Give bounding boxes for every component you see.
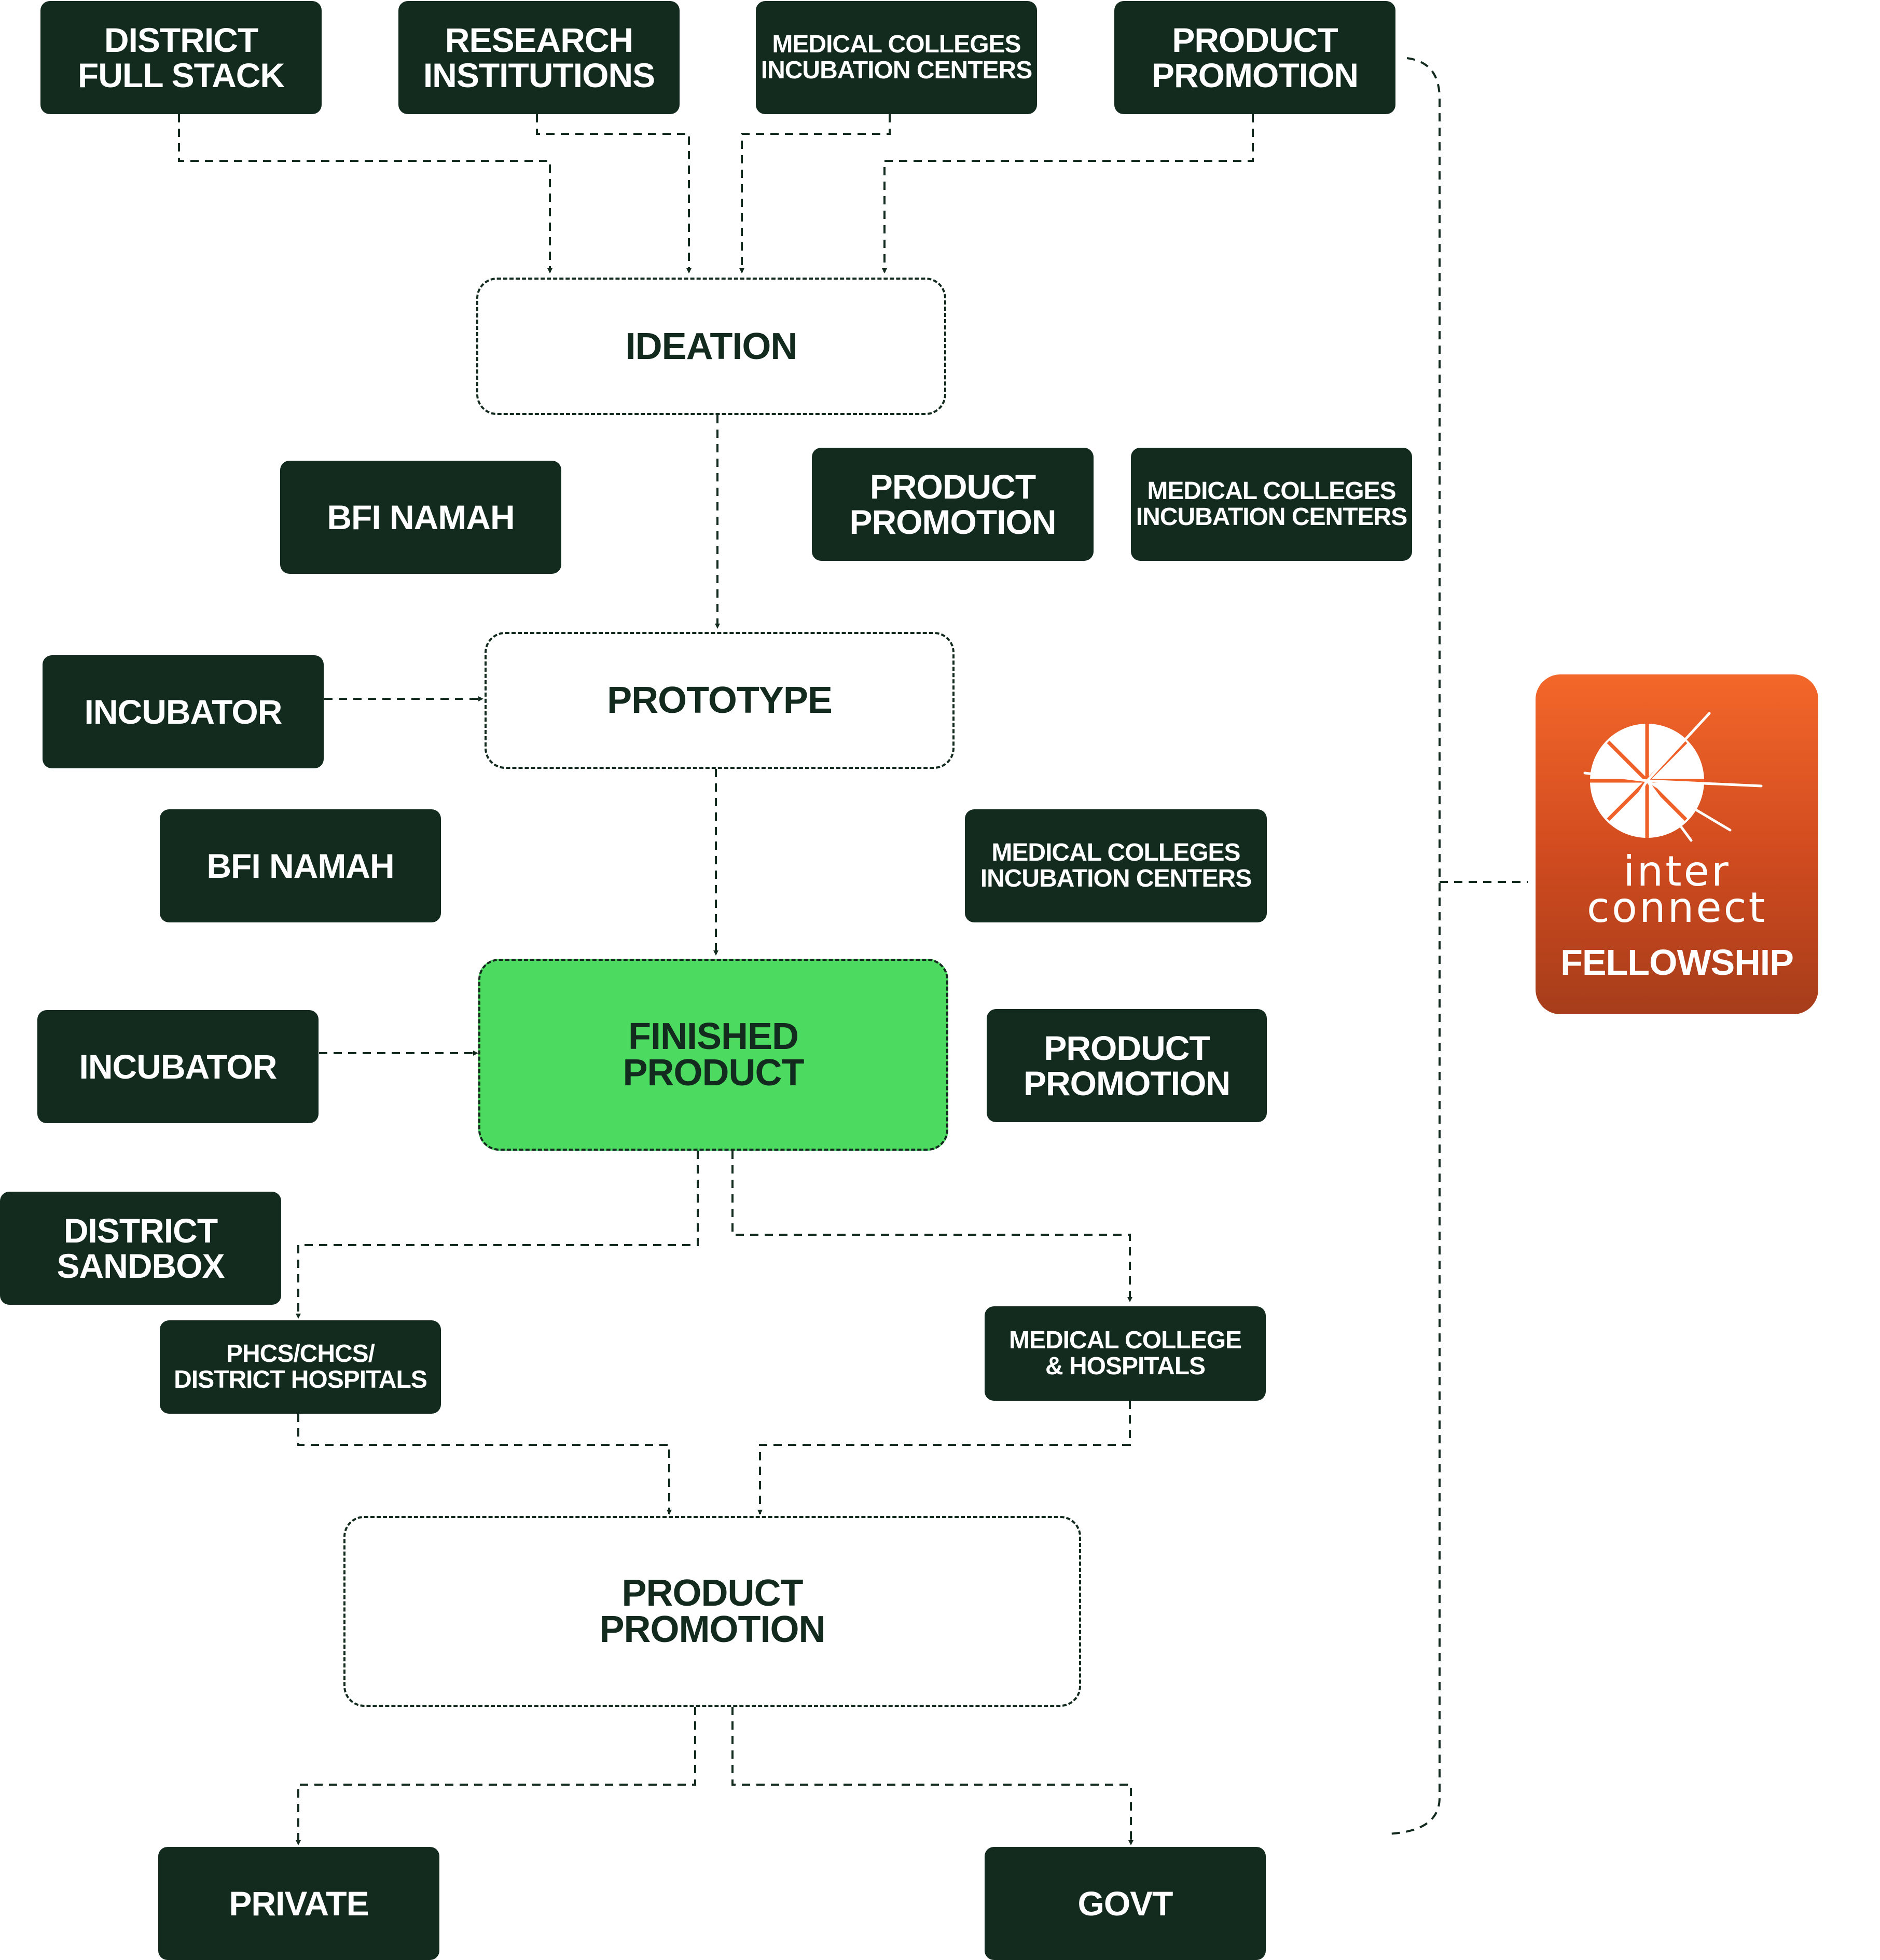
support-medical-colleges-3: MEDICAL COLLEGES INCUBATION CENTERS xyxy=(965,809,1267,922)
support-medical-college-hospitals: MEDICAL COLLEGE & HOSPITALS xyxy=(985,1306,1266,1401)
interconnect-wordmark: inter connect xyxy=(1587,847,1767,932)
stage-product-promotion: PRODUCT PROMOTION xyxy=(343,1516,1081,1707)
support-district-sandbox: DISTRICT SANDBOX xyxy=(0,1192,281,1305)
fellowship-title: FELLOWSHIP xyxy=(1560,942,1794,983)
source-product-promotion: PRODUCT PROMOTION xyxy=(1114,1,1395,114)
connector-district-to-ideation xyxy=(178,114,552,273)
support-bfi-namah-1: BFI NAMAH xyxy=(280,461,561,574)
connector-fellowship-bracket xyxy=(1387,57,1441,1835)
support-medical-colleges-2: MEDICAL COLLEGES INCUBATION CENTERS xyxy=(1131,448,1412,561)
connector-promotion-to-govt xyxy=(731,1707,1133,1845)
support-bfi-namah-2: BFI NAMAH xyxy=(160,809,441,922)
connector-finished-to-phcs xyxy=(296,1151,699,1319)
connector-promotion-to-ideation xyxy=(882,114,1254,273)
source-district-full-stack: DISTRICT FULL STACK xyxy=(40,1,322,114)
connector-medical-to-ideation xyxy=(739,114,891,273)
support-product-promotion-2: PRODUCT PROMOTION xyxy=(812,448,1094,561)
outcome-govt: GOVT xyxy=(985,1847,1266,1960)
interconnect-fellowship-card: inter connect FELLOWSHIP xyxy=(1536,674,1818,1014)
connector-finished-to-medical-college xyxy=(731,1151,1132,1302)
stage-ideation: IDEATION xyxy=(476,278,946,415)
support-phcs-chcs: PHCS/CHCS/ DISTRICT HOSPITALS xyxy=(160,1320,441,1414)
support-incubator-2: INCUBATOR xyxy=(37,1010,319,1123)
connector-medical-college-to-promotion xyxy=(757,1401,1131,1515)
support-incubator-1: INCUBATOR xyxy=(43,655,324,768)
outcome-private: PRIVATE xyxy=(158,1847,439,1960)
connector-research-to-ideation xyxy=(536,114,692,273)
connector-phcs-to-promotion xyxy=(297,1414,672,1515)
stage-finished-product: FINISHED PRODUCT xyxy=(478,959,948,1151)
source-research-institutions: RESEARCH INSTITUTIONS xyxy=(398,1,680,114)
support-product-promotion-3: PRODUCT PROMOTION xyxy=(987,1009,1267,1122)
connector-promotion-to-private xyxy=(296,1707,696,1845)
interconnect-logo-icon xyxy=(1583,712,1763,842)
stage-prototype: PROTOTYPE xyxy=(485,632,955,769)
source-medical-colleges: MEDICAL COLLEGES INCUBATION CENTERS xyxy=(756,1,1037,114)
